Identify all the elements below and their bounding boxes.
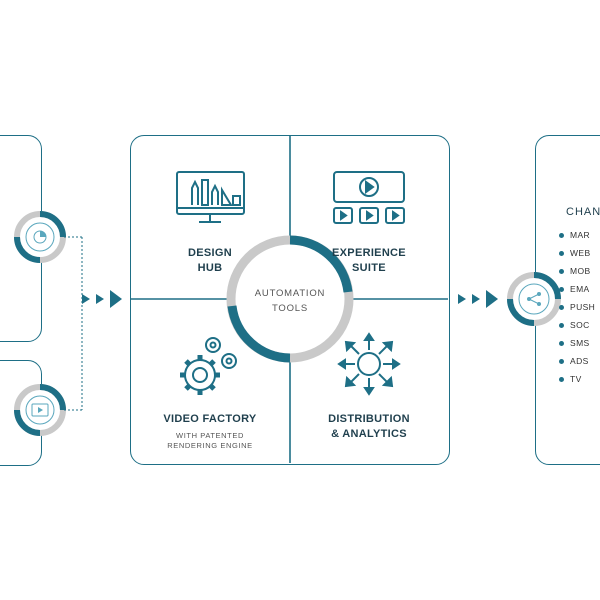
distribution-analytics-label: DISTRIBUTION & ANALYTICS [328, 413, 410, 440]
gears-icon [180, 337, 237, 395]
video-node-ring [14, 384, 66, 436]
left-flow-arrows [82, 290, 122, 308]
video-player-icon [333, 171, 405, 224]
chart-node-ring [14, 211, 66, 263]
video-factory-subtitle: WITH PATENTED RENDERING ENGINE [167, 431, 253, 450]
channel-item: MOB [559, 266, 591, 276]
channels-title: CHAN [566, 206, 600, 218]
design-hub-label: DESIGN HUB [188, 247, 232, 274]
channel-item: SMS [559, 338, 590, 348]
distribution-arrows-icon [337, 332, 401, 396]
share-node-ring [507, 272, 561, 326]
channel-item: ADS [559, 356, 589, 366]
channel-item: MAR [558, 230, 591, 240]
right-flow-arrows [458, 290, 498, 308]
channel-item: WEB [559, 248, 591, 258]
video-factory-label: VIDEO FACTORY [163, 413, 257, 425]
channel-item: SOC [559, 320, 590, 330]
channel-item: TV [559, 374, 582, 384]
channel-item: EMA [559, 284, 590, 294]
design-monitor-icon [176, 171, 245, 223]
channel-item: PUSH [558, 302, 596, 312]
automation-tools-label: AUTOMATION TOOLS [254, 288, 326, 314]
experience-suite-label: EXPERIENCE SUITE [332, 247, 406, 274]
